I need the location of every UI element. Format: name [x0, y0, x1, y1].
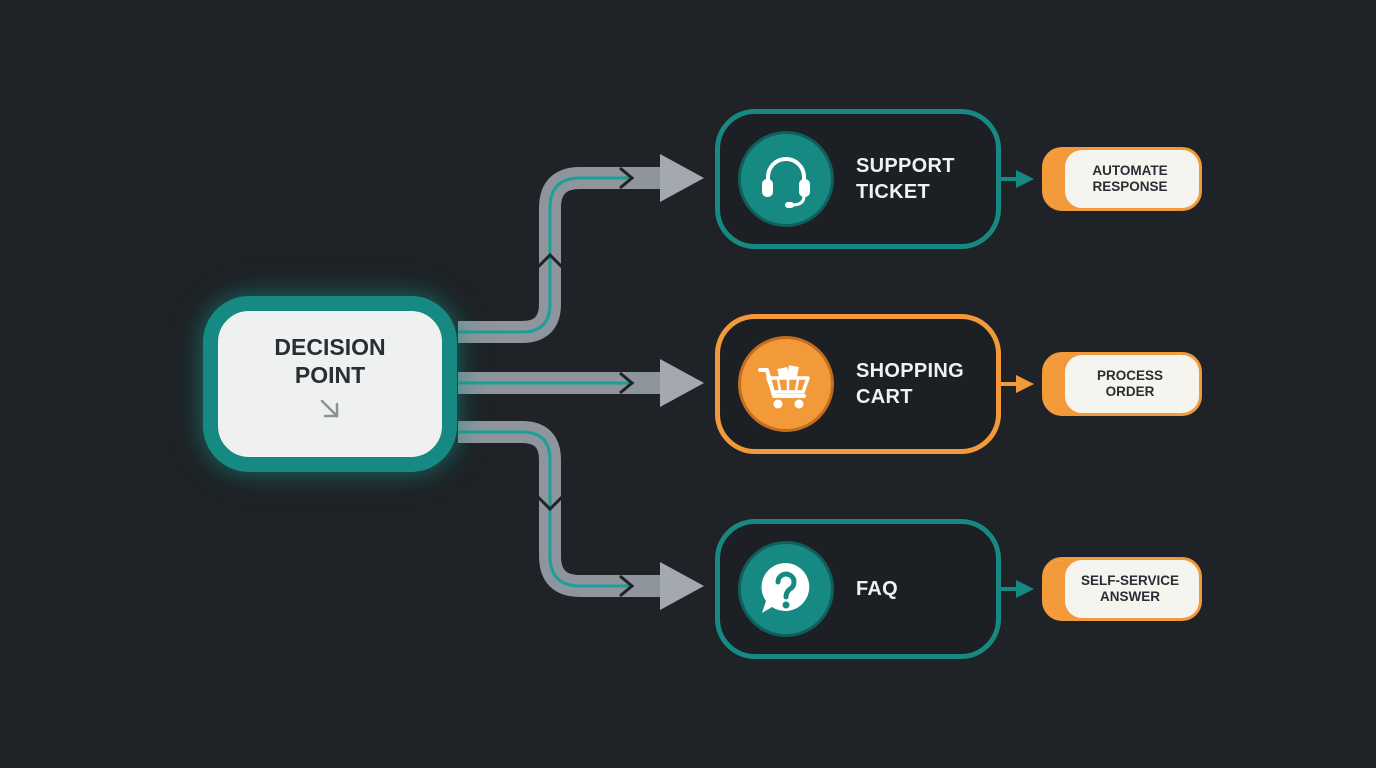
shopping-cart-label: SHOPPING CART [856, 360, 964, 408]
self-service-answer-label: SELF-SERVICE ANSWER [1080, 573, 1180, 604]
process-order-label: PROCESS ORDER [1096, 368, 1164, 399]
decision-point-node[interactable]: DECISION POINT [203, 296, 457, 472]
shopping-cart-badge [738, 336, 834, 432]
shopping-cart-node[interactable]: SHOPPING CART [715, 314, 1001, 454]
connector-to-automate-response [1001, 170, 1034, 188]
process-order-pill[interactable]: PROCESS ORDER [1042, 352, 1202, 416]
connector-to-shopping-cart [458, 359, 704, 407]
question-bubble-icon [761, 562, 810, 613]
connector-to-self-service-answer [1001, 580, 1034, 598]
connector-to-support-ticket [458, 154, 704, 343]
headset-icon [762, 157, 810, 208]
support-ticket-node[interactable]: SUPPORT TICKET [715, 109, 1001, 249]
faq-label: FAQ [856, 578, 899, 600]
support-ticket-badge [738, 131, 834, 227]
arrow-down-right-icon [320, 399, 339, 418]
self-service-answer-pill[interactable]: SELF-SERVICE ANSWER [1042, 557, 1202, 621]
automate-response-pill[interactable]: AUTOMATE RESPONSE [1042, 147, 1202, 211]
shopping-cart-icon [758, 365, 810, 409]
faq-node[interactable]: FAQ [715, 519, 1001, 659]
connector-to-process-order [1001, 375, 1034, 393]
decision-point-title: DECISION POINT [274, 334, 386, 388]
automate-response-label: AUTOMATE RESPONSE [1092, 163, 1168, 194]
support-ticket-label: SUPPORT TICKET [856, 155, 955, 203]
connector-to-faq [458, 421, 704, 610]
faq-badge [738, 541, 834, 637]
